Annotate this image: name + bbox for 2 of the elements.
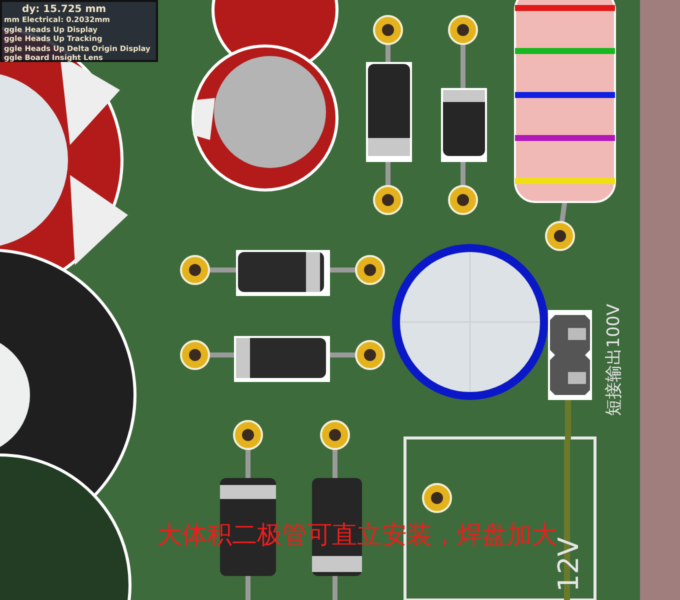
- silkscreen-label: 短接输出100V: [603, 304, 625, 416]
- measurement-readout: dy: 15.725 mm: [22, 4, 108, 15]
